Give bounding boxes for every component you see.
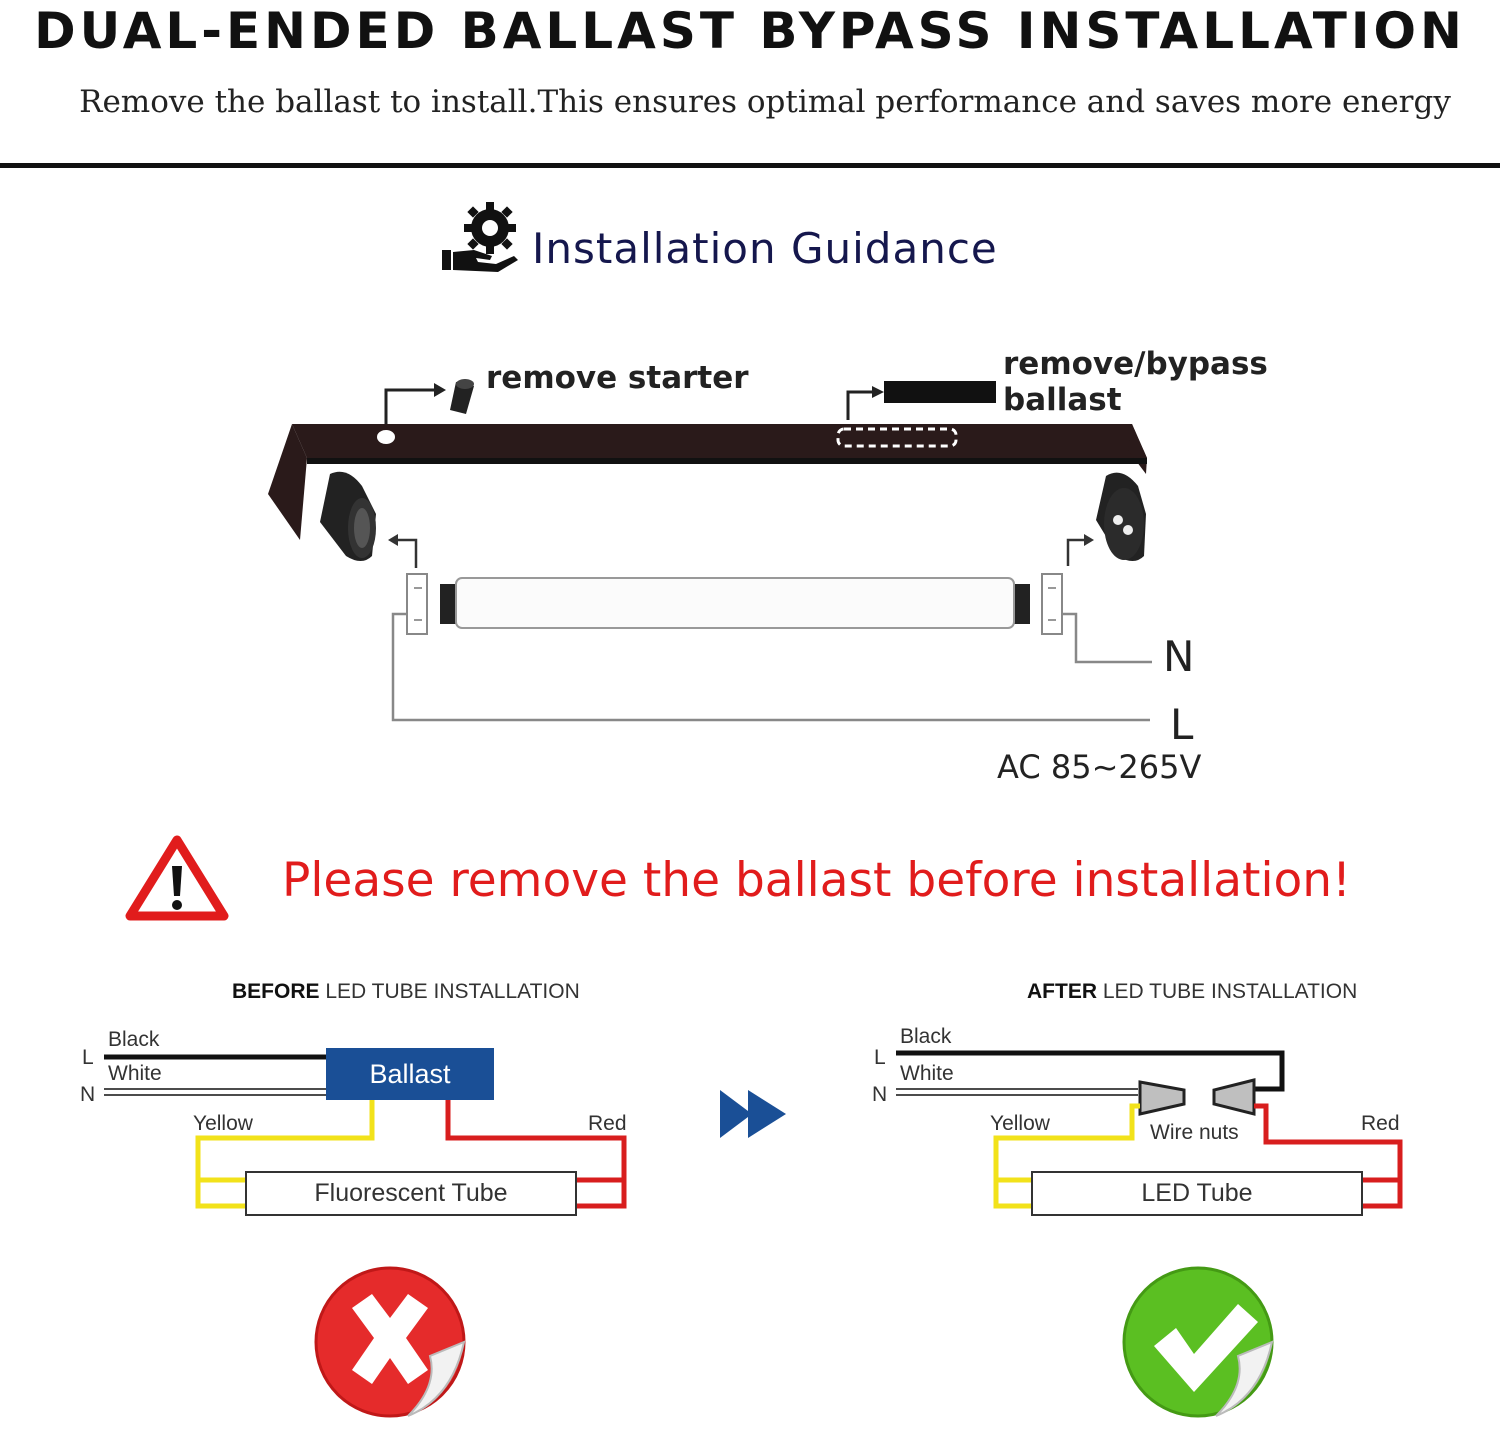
remove-starter-label: remove starter [486,360,749,396]
red-cross-icon [314,1266,466,1418]
before-red-label: Red [588,1112,627,1135]
right-lampholder [1096,472,1146,561]
led-tube [406,573,1063,635]
after-caption: AFTER LED TUBE INSTALLATION [1027,980,1358,1003]
remove-bypass-label: remove/bypass [1003,346,1268,382]
before-white-label: White [108,1062,162,1085]
header-divider [0,163,1500,168]
before-l-label: L [82,1046,94,1069]
hand-gear-icon [442,202,518,272]
before-caption: BEFORE LED TUBE INSTALLATION [232,980,580,1003]
starter-arrow [384,388,436,424]
page-subtitle: Remove the ballast to install.This ensur… [79,84,1451,120]
after-black-label: Black [900,1025,952,1048]
starter-socket [377,430,395,444]
before-yellow-label: Yellow [193,1112,253,1135]
ballast-icon [884,381,996,403]
led-tube-box: LED Tube [1031,1171,1363,1216]
after-red-label: Red [1361,1112,1400,1135]
left-lampholder [320,471,376,561]
ballast-label: ballast [1003,382,1122,418]
ballast-box: Ballast [326,1048,494,1100]
starter-icon [450,379,474,414]
ballast-outline [836,427,958,448]
warning-triangle-icon [125,835,229,921]
voltage-label: AC 85~265V [997,748,1202,786]
after-n-label: N [872,1083,888,1106]
before-n-label: N [80,1083,96,1106]
green-check-icon [1122,1266,1274,1418]
fast-forward-arrow-icon [720,1090,786,1138]
fluorescent-tube: Fluorescent Tube [245,1171,577,1216]
after-wiring [896,1050,1403,1209]
warning-text: Please remove the ballast before install… [282,853,1351,908]
mains-wiring [391,612,1152,722]
page-title: DUAL-ENDED BALLAST BYPASS INSTALLATION [34,2,1466,60]
wire-nuts-label: Wire nuts [1150,1121,1239,1144]
before-black-label: Black [108,1028,160,1051]
fixture-diagram [268,379,1152,722]
neutral-label: N [1163,632,1195,681]
after-white-label: White [900,1062,954,1085]
fixture-body [268,424,1147,540]
live-label: L [1170,700,1194,749]
guidance-title: Installation Guidance [532,224,998,273]
before-wiring [104,1054,627,1209]
after-l-label: L [874,1046,886,1069]
after-yellow-label: Yellow [990,1112,1050,1135]
